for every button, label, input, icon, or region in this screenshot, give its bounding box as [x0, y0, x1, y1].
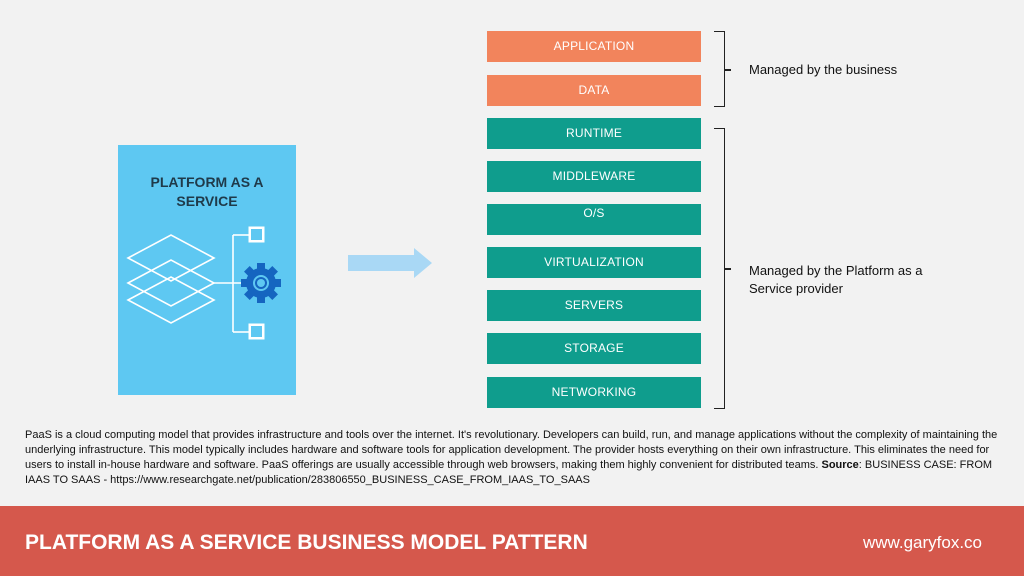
description-text: PaaS is a cloud computing model that pro…	[25, 429, 998, 471]
footer-banner: PLATFORM AS A SERVICE BUSINESS MODEL PAT…	[0, 506, 1024, 576]
connector-lines	[214, 234, 249, 333]
layer-storage: STORAGE	[487, 333, 701, 364]
layer-virtualization: VIRTUALIZATION	[487, 247, 701, 278]
bracket-provider	[714, 128, 731, 409]
footer-title: PLATFORM AS A SERVICE BUSINESS MODEL PAT…	[25, 531, 588, 554]
paas-card: PLATFORM AS A SERVICE	[118, 145, 296, 395]
layer-runtime: RUNTIME	[487, 118, 701, 149]
stacked-layers-icon	[126, 234, 216, 324]
source-label: Source	[821, 459, 859, 471]
platform-graphic	[126, 226, 281, 340]
card-title: PLATFORM AS A SERVICE	[150, 174, 264, 209]
label-managed-by-provider: Managed by the Platform as a Service pro…	[749, 263, 923, 296]
footer-url: www.garyfox.co	[862, 533, 982, 552]
layer-servers: SERVERS	[487, 290, 701, 321]
label-managed-by-business: Managed by the business	[749, 62, 898, 77]
layer-data: DATA	[487, 75, 701, 106]
layer-os: O/S	[487, 204, 701, 235]
gear-icon	[241, 263, 281, 303]
description-paragraph: PaaS is a cloud computing model that pro…	[25, 428, 1000, 488]
arrow-right-icon	[348, 248, 432, 278]
layer-networking: NETWORKING	[487, 377, 701, 408]
layer-application: APPLICATION	[487, 31, 701, 62]
source-text: : BUSINESS CASE: FROM IAAS TO SAAS - htt…	[25, 459, 993, 486]
bracket-business	[714, 31, 731, 107]
layer-middleware: MIDDLEWARE	[487, 161, 701, 192]
